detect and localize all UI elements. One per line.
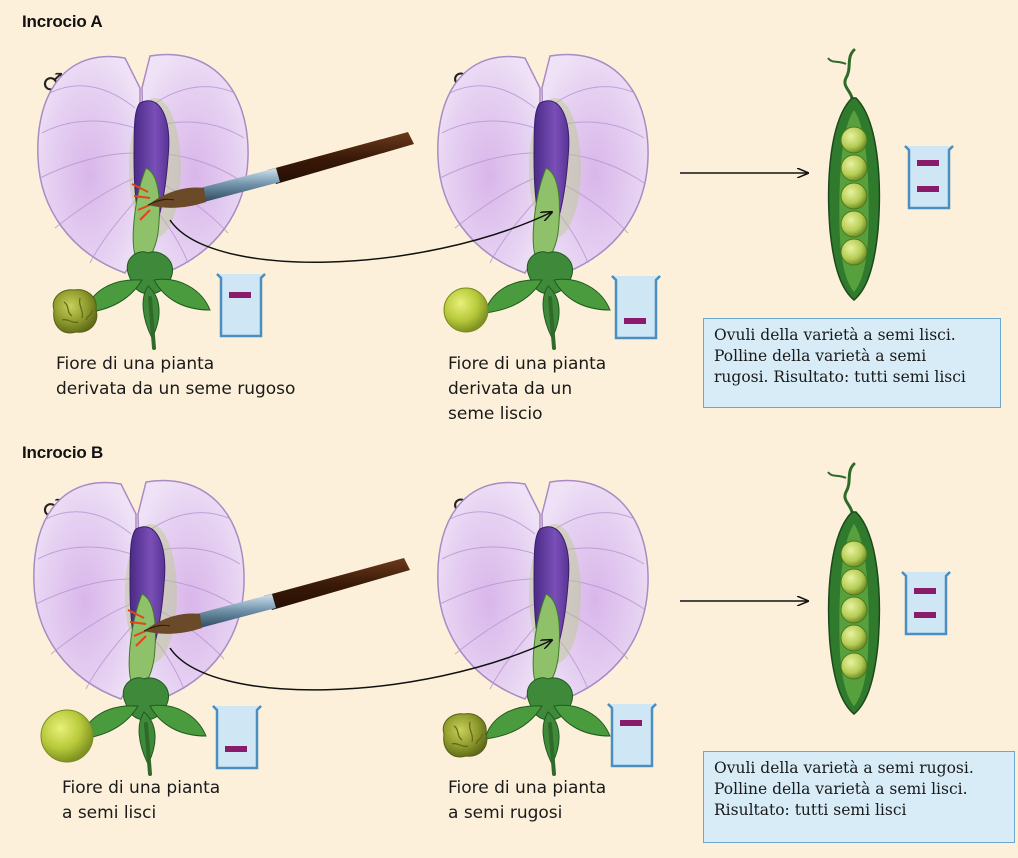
allele-bar: [914, 612, 936, 618]
result-box-b: Ovuli della varietà a semi rugosi. Polli…: [703, 751, 1015, 843]
allele-bar: [914, 588, 936, 594]
pea-pod-b: [828, 464, 879, 714]
beaker-offspring-b: [902, 572, 950, 634]
beaker-male-b: [213, 706, 261, 768]
female-caption-b: Fiore di una pianta a semi rugosi: [448, 776, 668, 826]
wrinkled-pea-b: [443, 714, 487, 757]
male-caption-b: Fiore di una pianta a semi lisci: [62, 776, 322, 826]
beaker-female-b: [608, 704, 656, 766]
allele-bar: [620, 720, 642, 726]
allele-bar: [225, 746, 247, 752]
smooth-pea-b: [41, 710, 93, 762]
